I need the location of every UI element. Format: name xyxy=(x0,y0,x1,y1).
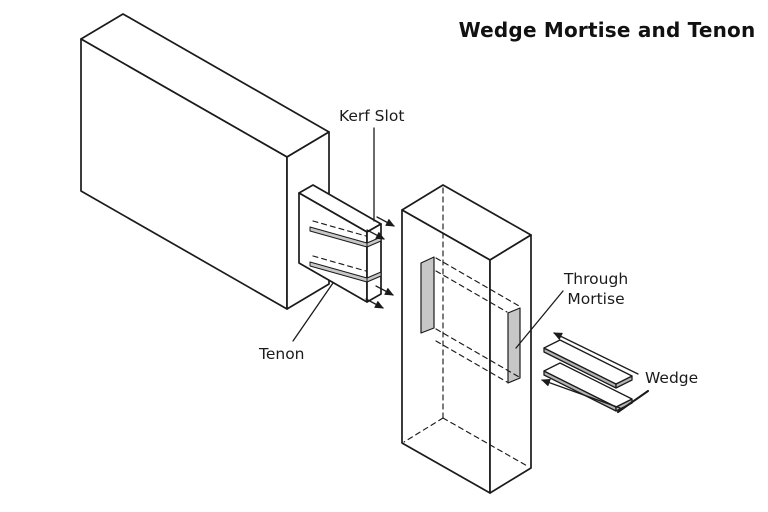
through-mortise-label-line2: Mortise xyxy=(567,290,624,308)
mortise-hidden-edges xyxy=(435,257,520,383)
mortise-opening-right xyxy=(507,307,521,384)
through-mortise-leader-line xyxy=(515,290,564,349)
post-hidden-edges xyxy=(403,187,530,468)
assembly-arrow-bottom-front xyxy=(365,298,384,309)
mortise-hidden-bottom-front xyxy=(435,340,508,383)
mortise-opening-left xyxy=(420,256,435,334)
kerf-slot-lower-band-end xyxy=(366,271,382,283)
kerf-slot-lower-hidden-edge xyxy=(312,255,367,272)
assembly-arrow-bottom-back xyxy=(375,285,394,296)
rail-beam xyxy=(80,13,330,310)
assembly-arrow-top-front xyxy=(366,229,385,240)
wedge-arrows xyxy=(541,332,650,414)
through-mortise-openings xyxy=(420,256,521,384)
through-mortise-label-line1: Through xyxy=(563,270,628,288)
wedge-arrow-upper xyxy=(553,332,639,375)
mortise-hidden-bottom-back xyxy=(435,328,520,378)
post-hidden-bottom-left-edge xyxy=(403,417,444,443)
post-left-face xyxy=(401,209,491,494)
post-hidden-bottom-right-edge xyxy=(442,417,530,468)
wedge-lower-top-face xyxy=(543,362,633,408)
tenon-leader-line xyxy=(292,282,334,342)
diagram-title: Wedge Mortise and Tenon xyxy=(459,18,756,42)
tenon-label: Tenon xyxy=(258,345,305,363)
kerf-slot-label: Kerf Slot xyxy=(339,107,404,125)
mortise-hidden-top-back xyxy=(435,257,520,307)
wedge-label: Wedge xyxy=(645,369,698,387)
assembly-arrow-top-back xyxy=(376,216,395,227)
kerf-slots xyxy=(309,220,382,283)
assembly-arrows xyxy=(365,216,395,309)
wedge-arrow-lower xyxy=(541,378,621,409)
wedge-leader-line xyxy=(616,389,650,414)
kerf-slot-upper-hidden-edge xyxy=(312,220,367,237)
mortise-hidden-top-front xyxy=(435,270,508,313)
wedge-upper-top-face xyxy=(543,339,633,385)
wedge-upper xyxy=(543,339,633,389)
